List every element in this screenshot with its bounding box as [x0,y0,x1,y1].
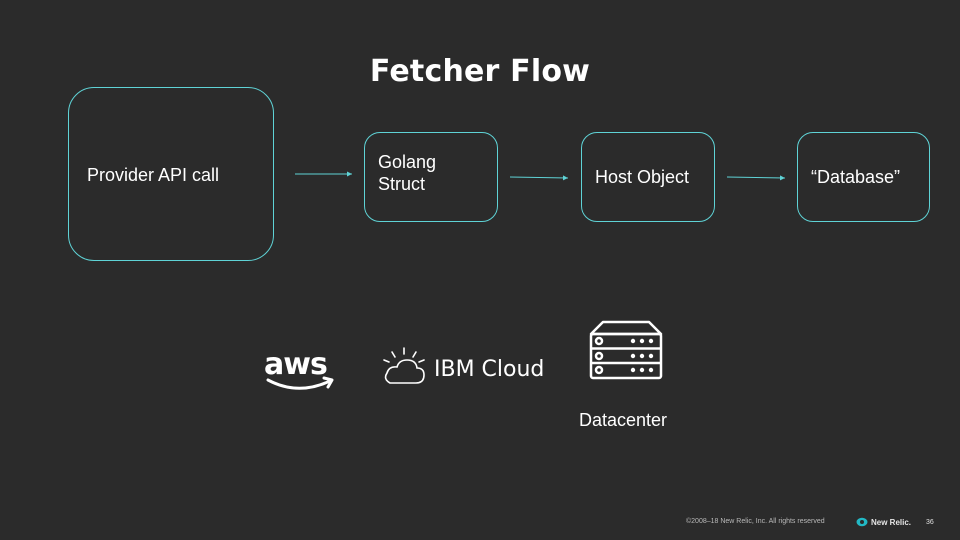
arrow-host-to-database [726,175,786,181]
datacenter-label: Datacenter [578,410,668,430]
slide-title: Fetcher Flow [369,54,591,89]
node-label: Provider API call [87,165,220,185]
host-object-node: Host Object [581,132,715,222]
new-relic-logo: New Relic. [856,517,911,527]
node-label: Golang Struct [378,152,437,194]
database-node: “Database” [797,132,930,222]
node-label: Host Object [595,167,690,187]
aws-logo-icon: aws [264,347,334,390]
copyright-footer: ©2008–18 New Relic, Inc. All rights rese… [686,518,825,525]
svg-text:aws: aws [264,347,327,382]
golang-struct-node: Golang Struct [364,132,498,222]
page-number: 36 [926,519,934,526]
ibm-cloud-label: IBM Cloud [434,356,545,382]
new-relic-icon [856,517,868,527]
provider-api-call-node: Provider API call [68,87,274,261]
ibm-cloud-logo: IBM Cloud [380,346,544,386]
server-rack-icon [589,320,663,380]
node-label: “Database” [811,167,901,187]
arrow-struct-to-host [509,175,569,181]
ibm-cloud-icon [383,347,425,384]
new-relic-wordmark: New Relic. [871,517,912,527]
